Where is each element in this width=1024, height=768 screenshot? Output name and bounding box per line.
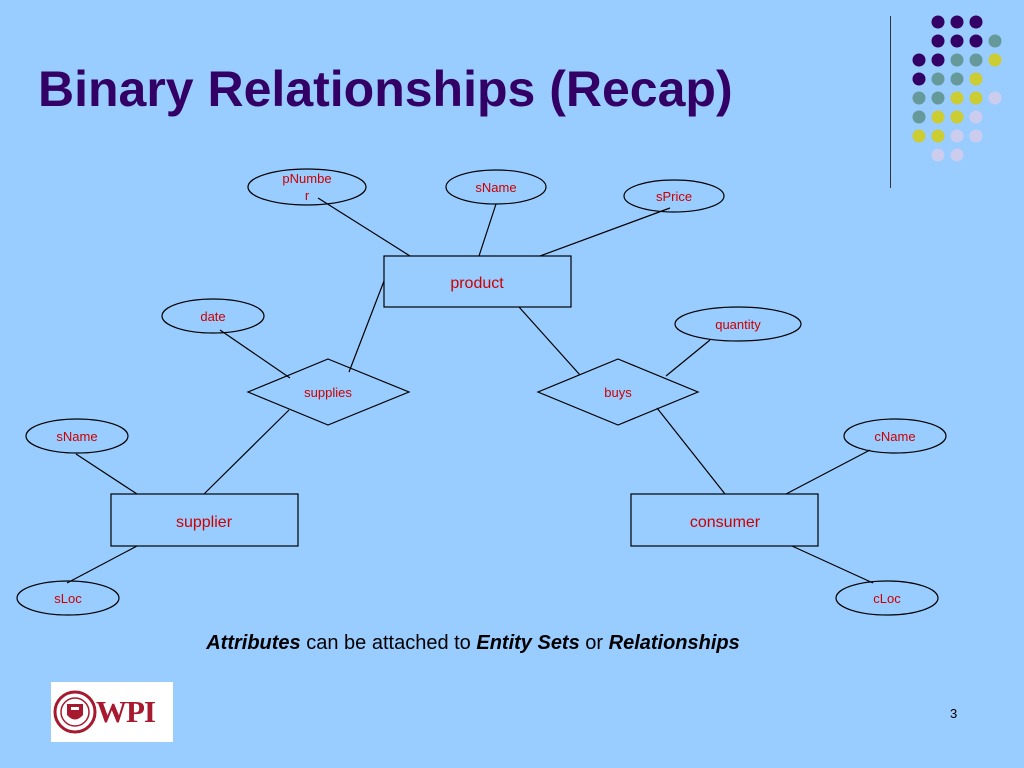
line-sname-supplier [75, 453, 138, 495]
slide-title: Binary Relationships (Recap) [38, 61, 733, 117]
caption-entity-sets: Entity Sets [476, 632, 580, 654]
decorative-dot [950, 148, 964, 162]
attribute-supplier-sname-label: sName [56, 429, 97, 444]
attribute-pnumber: pNumbe r [247, 168, 367, 206]
line-sprice-product [539, 207, 671, 257]
attribute-sprice: sPrice [623, 179, 725, 213]
decorative-dot [950, 34, 964, 48]
attribute-supplier-sname: sName [25, 418, 129, 454]
attribute-cname: cName [843, 418, 947, 454]
decorative-dot [969, 110, 983, 124]
caption-connector-2: or [579, 632, 609, 654]
entity-supplier: supplier [110, 493, 299, 547]
decorative-dot [969, 91, 983, 105]
decorative-dot [969, 72, 983, 86]
decorative-dot [931, 148, 945, 162]
decorative-dot [988, 34, 1002, 48]
decorative-dot [912, 91, 926, 105]
line-quantity-buys [665, 339, 711, 377]
attribute-cloc-label: cLoc [873, 591, 901, 606]
wpi-logo-text: WPI [96, 694, 156, 729]
attribute-cloc: cLoc [835, 580, 939, 616]
decorative-dot [969, 53, 983, 67]
entity-product-label: product [450, 275, 504, 292]
entity-supplier-label: supplier [176, 514, 233, 531]
wpi-seal-icon [53, 690, 97, 734]
attribute-quantity-label: quantity [715, 317, 761, 332]
decorative-dot [931, 72, 945, 86]
line-product-buys [518, 306, 581, 376]
caption-relationships: Relationships [608, 632, 740, 654]
decorative-dot [931, 15, 945, 29]
decorative-dot [931, 34, 945, 48]
decorative-dot [931, 110, 945, 124]
entity-product: product [383, 255, 572, 308]
attribute-sprice-label: sPrice [656, 189, 692, 204]
line-buys-consumer [656, 407, 726, 495]
attribute-sloc: sLoc [16, 580, 120, 616]
line-cname-consumer [785, 449, 871, 495]
decorative-dot [950, 91, 964, 105]
relationship-buys-label: buys [604, 385, 632, 400]
decorative-dot [912, 72, 926, 86]
attribute-date: date [161, 298, 265, 334]
decorative-dot [950, 72, 964, 86]
decorative-dot [931, 53, 945, 67]
decorative-dot [950, 129, 964, 143]
decorative-dot [969, 129, 983, 143]
title-divider [890, 16, 891, 188]
relationship-buys: buys [536, 358, 700, 426]
attribute-cname-label: cName [874, 429, 915, 444]
decorative-dot [969, 15, 983, 29]
entity-consumer: consumer [630, 493, 819, 547]
line-product-supplies [348, 280, 385, 373]
connector-lines [66, 197, 874, 584]
line-sname-product [478, 203, 497, 257]
line-pnumber-product [317, 197, 411, 257]
attribute-product-sname-label: sName [475, 180, 516, 195]
decorative-dot [988, 91, 1002, 105]
decorative-dot-grid [912, 15, 1002, 162]
caption: Attributes can be attached to Entity Set… [0, 632, 946, 655]
line-consumer-cloc [791, 545, 874, 584]
decorative-dot [931, 129, 945, 143]
page-number: 3 [950, 706, 958, 721]
attribute-sloc-label: sLoc [54, 591, 82, 606]
decorative-dot [912, 110, 926, 124]
line-date-supplies [219, 329, 291, 379]
attribute-product-sname: sName [445, 169, 547, 205]
decorative-dot [950, 15, 964, 29]
decorative-dot [988, 53, 1002, 67]
caption-connector-1: can be attached to [300, 632, 477, 654]
decorative-dot [950, 53, 964, 67]
attribute-pnumber-label-line2: r [305, 188, 310, 203]
wpi-logo: WPI [51, 682, 173, 742]
relationship-supplies-label: supplies [304, 385, 352, 400]
decorative-dot [969, 34, 983, 48]
decorative-dot [912, 53, 926, 67]
er-diagram: product supplier consumer supplies buys … [16, 168, 947, 616]
caption-attributes: Attributes [206, 632, 301, 654]
attribute-date-label: date [200, 309, 225, 324]
line-supplier-sloc [66, 545, 138, 584]
line-supplies-supplier [203, 409, 290, 495]
decorative-dot [931, 91, 945, 105]
attribute-quantity: quantity [674, 306, 802, 342]
attribute-pnumber-label-line1: pNumbe [282, 171, 331, 186]
relationship-supplies: supplies [246, 358, 411, 426]
decorative-dot [950, 110, 964, 124]
entity-consumer-label: consumer [690, 514, 761, 531]
decorative-dot [912, 129, 926, 143]
